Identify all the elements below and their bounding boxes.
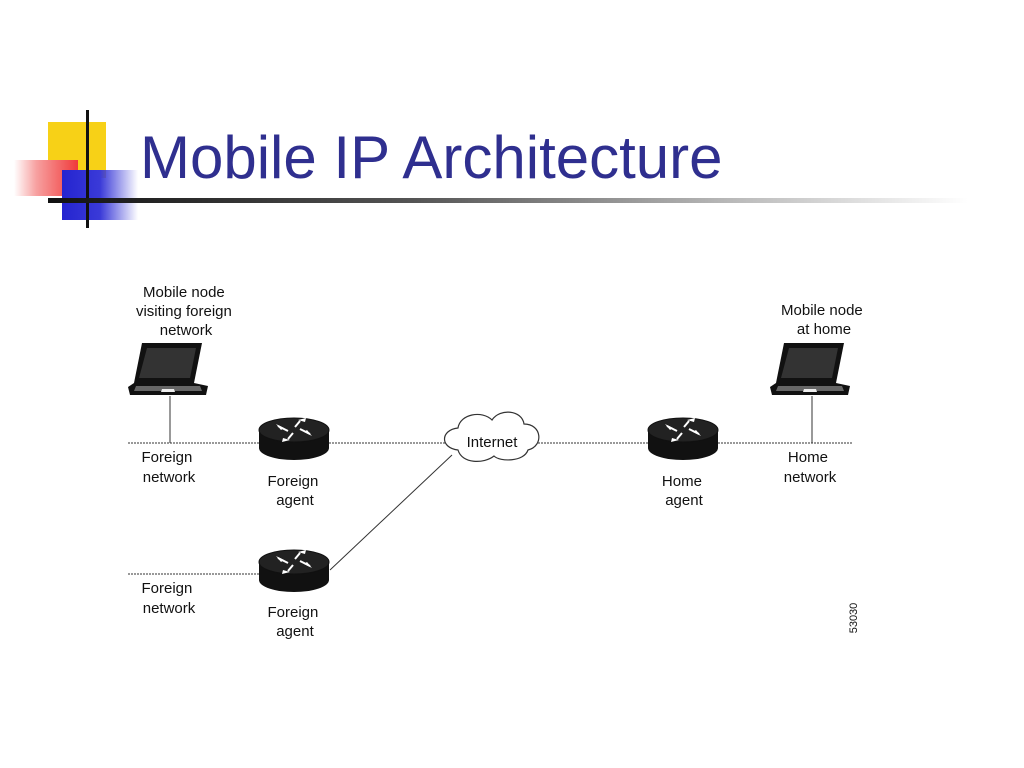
foreign-agent-label-top: Foreign agent <box>267 473 322 509</box>
foreign-agent-router-top <box>258 417 330 461</box>
title-decoration-vertical-line <box>86 110 89 228</box>
home-network-label: Home network <box>784 449 837 486</box>
internet-label: Internet <box>467 434 519 451</box>
laptop-visiting-icon <box>128 343 208 395</box>
internet-cloud <box>443 411 540 462</box>
figure-number: 53030 <box>848 603 860 634</box>
title-decoration-blue-bar <box>62 170 138 220</box>
mobile-node-visiting-label: Mobile node visiting foreign network <box>136 284 236 339</box>
home-agent-router <box>647 417 719 461</box>
foreign-agent-internet-link <box>329 454 453 571</box>
laptop-home-icon <box>770 343 850 395</box>
foreign-agent-label-bottom: Foreign agent <box>267 604 322 640</box>
home-agent-label: Home agent <box>662 473 706 509</box>
title-underline-rule <box>48 198 968 203</box>
slide-title: Mobile IP Architecture <box>140 124 723 191</box>
foreign-network-label-bottom: Foreign network <box>141 580 196 617</box>
foreign-agent-router-bottom <box>258 549 330 593</box>
foreign-network-label-top: Foreign network <box>141 449 196 486</box>
mobile-node-home-label: Mobile node at home <box>781 302 867 338</box>
